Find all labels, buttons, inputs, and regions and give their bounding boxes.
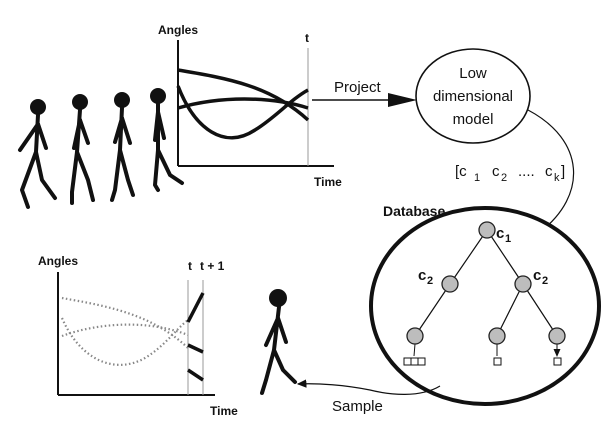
bottom-chart-x-label: Time	[210, 404, 238, 418]
coeff-sub-1: 1	[474, 172, 480, 184]
walking-figure-4	[150, 88, 184, 192]
leaf-box-1c	[417, 357, 426, 366]
coeff-c2: c	[492, 163, 500, 180]
leaf-box-2	[493, 357, 502, 366]
right-label-sub: 2	[542, 275, 548, 287]
bottom-chart-curve-2	[61, 323, 189, 338]
leaf-box-1b	[410, 357, 419, 366]
database-to-figure-arrow	[296, 379, 441, 395]
bottom-chart-t1-marker: t + 1	[200, 259, 225, 273]
right-label: c	[533, 267, 541, 284]
bottom-chart-y-label: Angles	[38, 254, 78, 268]
coeff-open-c1: [c	[455, 163, 467, 180]
coeff-sub-2: 2	[501, 172, 507, 184]
tree-node-leaf-3	[548, 327, 566, 345]
bottom-chart-curve-3	[60, 317, 189, 366]
bottom-chart-t-marker: t	[188, 259, 192, 273]
project-arrowhead	[388, 93, 417, 107]
top-chart-t-marker: t	[305, 31, 309, 45]
tree-node-root	[478, 221, 496, 239]
tree-node-leaf-1	[406, 327, 424, 345]
walking-figures-top	[18, 88, 184, 209]
top-chart-x-label: Time	[314, 175, 342, 189]
coeff-close: ]	[561, 163, 565, 180]
leaf-box-3	[553, 357, 562, 366]
coefficient-vector: [c 1 c 2 .... c k ]	[455, 163, 565, 184]
leaf-box-1a	[403, 357, 412, 366]
model-to-database-arrow	[527, 109, 574, 233]
walking-figure-3	[110, 92, 135, 202]
sample-label: Sample	[332, 398, 383, 415]
model-ellipse	[415, 48, 531, 144]
top-chart-curve-2	[177, 97, 309, 110]
model-text-line3: model	[453, 111, 494, 128]
low-dimensional-model: Low dimensional model	[415, 48, 531, 144]
bottom-chart-prediction-segments	[186, 292, 205, 382]
project-label: Project	[334, 79, 382, 96]
top-chart-curve-1	[177, 68, 310, 122]
walking-figure-2	[70, 94, 95, 205]
top-chart: Angles t Time	[158, 23, 342, 189]
database-ellipse	[369, 206, 601, 406]
left-label-sub: 2	[427, 275, 433, 287]
project-arrow: Project	[312, 79, 417, 107]
tree-edges	[414, 229, 558, 337]
bottom-chart-curve-1	[61, 296, 189, 349]
walking-figure-sampled	[260, 289, 297, 395]
tree-leaf-arrows	[413, 343, 557, 356]
top-chart-curve-3	[176, 85, 309, 140]
top-chart-y-label: Angles	[158, 23, 198, 37]
tree-node-leaf-2	[488, 327, 506, 345]
model-text-line1: Low	[459, 65, 487, 82]
model-text-line2: dimensional	[433, 88, 513, 105]
root-label: c	[496, 225, 504, 242]
database-title: Database	[383, 203, 445, 219]
database: Database c 1 c 2 c 2	[369, 203, 601, 406]
coeff-dots: ....	[518, 163, 535, 180]
coeff-sub-k: k	[554, 172, 560, 184]
tree-node-right	[514, 275, 532, 293]
root-label-sub: 1	[505, 233, 511, 245]
tree-node-left	[441, 275, 459, 293]
walking-figure-1	[18, 99, 57, 209]
bottom-chart: Angles t t + 1 Time	[38, 254, 238, 418]
left-label: c	[418, 267, 426, 284]
coeff-ck: c	[545, 163, 553, 180]
